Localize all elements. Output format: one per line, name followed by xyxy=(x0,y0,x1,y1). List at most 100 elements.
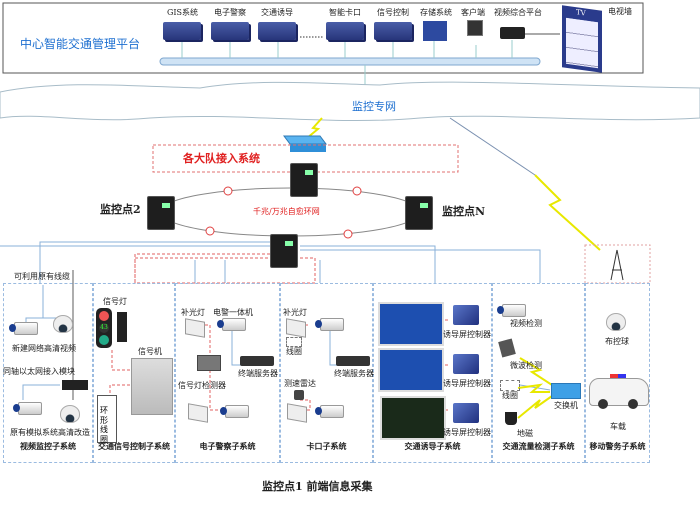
mobile-dome-camera-icon[interactable] xyxy=(606,313,626,331)
subsystem-title: 交通流量检测子系统 xyxy=(502,441,575,451)
device-label-storage: 存储系统 xyxy=(420,8,452,17)
device-label-guidance: 交通诱导 xyxy=(261,8,293,17)
police-car-icon xyxy=(589,374,649,409)
center-platform-frame xyxy=(2,2,644,74)
checkpoint-server-icon[interactable] xyxy=(326,22,364,40)
subsystem-title: 卡口子系统 xyxy=(306,441,347,451)
guidance-screen-icon xyxy=(380,396,446,440)
epolice-camera-icon[interactable] xyxy=(217,318,246,331)
device-label-signal: 信号控制 xyxy=(377,8,409,17)
countdown-display: 43 xyxy=(99,323,109,333)
label-fill-light: 补光灯 xyxy=(181,308,205,317)
device-label-gis: GIS系统 xyxy=(167,8,199,17)
lightning-icon xyxy=(534,174,601,251)
guidance-controller-icon[interactable] xyxy=(453,403,479,423)
signal-server-icon[interactable] xyxy=(374,22,412,40)
guidance-screen-icon xyxy=(378,348,444,392)
terminal-server-icon[interactable] xyxy=(336,356,370,366)
label-terminal-server: 终端服务器 xyxy=(238,369,278,378)
point2-label: 监控点2 xyxy=(100,203,141,216)
pointN-label: 监控点N xyxy=(442,205,486,218)
radio-tower-icon xyxy=(610,249,624,281)
label-signal-controller: 信号机 xyxy=(138,347,162,356)
speed-radar-icon[interactable] xyxy=(294,390,304,400)
subsystem-title: 电子警察子系统 xyxy=(199,441,256,451)
subsystem-mobile: 移动警务子系统 xyxy=(585,283,650,463)
label-guidance-controller: 诱导屏控制器 xyxy=(443,330,491,339)
coil-icon xyxy=(500,380,520,391)
checkpoint-camera-icon[interactable] xyxy=(315,405,344,418)
label-deploy-ball: 布控球 xyxy=(605,337,629,346)
label-existing-cable: 可利用原有线缆 xyxy=(14,272,70,281)
computer-icon[interactable] xyxy=(467,20,483,36)
footer-title: 监控点1 前端信息采集 xyxy=(262,480,373,493)
switch-icon[interactable] xyxy=(551,383,581,399)
epolice-camera-icon[interactable] xyxy=(220,405,249,418)
subsystem-guidance: 交通诱导子系统 xyxy=(373,283,492,463)
coax-module-icon[interactable] xyxy=(62,380,88,390)
ring-node-2-icon[interactable] xyxy=(147,196,175,230)
label-signal-detector: 信号灯检测器 xyxy=(178,381,226,390)
traffic-light-icon: 43 xyxy=(96,308,112,348)
terminal-server-icon[interactable] xyxy=(240,356,274,366)
signal-cabinet-icon[interactable] xyxy=(131,358,173,415)
guidance-controller-icon[interactable] xyxy=(453,354,479,374)
label-switch: 交换机 xyxy=(554,401,578,410)
label-terminal-server: 终端服务器 xyxy=(334,369,374,378)
label-vehicle: 车载 xyxy=(610,422,626,431)
device-label-client: 客户端 xyxy=(461,8,485,17)
storage-icon[interactable] xyxy=(423,21,447,41)
ring-label: 千兆/万兆自愈环网 xyxy=(253,207,320,216)
guidance-screen-icon xyxy=(378,302,444,346)
tv-wall-icon: TV xyxy=(562,5,602,73)
label-microwave-detection: 微波检测 xyxy=(510,361,542,370)
ring-node-1-icon[interactable] xyxy=(270,234,298,268)
device-label-epolice: 电子警察 xyxy=(214,8,246,17)
hd-camera-icon[interactable] xyxy=(13,402,42,415)
label-guidance-controller: 诱导屏控制器 xyxy=(443,428,491,437)
fill-light-icon[interactable] xyxy=(185,318,205,338)
label-analog-upgrade: 原有模拟系统高清改造 xyxy=(10,428,90,437)
label-guidance-controller: 诱导屏控制器 xyxy=(443,379,491,388)
video-platform-icon[interactable] xyxy=(500,27,525,39)
center-platform-title: 中心智能交通管理平台 xyxy=(20,37,141,51)
cloud-label: 监控专网 xyxy=(352,100,396,113)
fill-light-icon[interactable] xyxy=(287,403,307,423)
traffic-light-side-icon xyxy=(117,312,127,342)
signal-detector-icon[interactable] xyxy=(197,355,221,371)
label-signal-light: 信号灯 xyxy=(103,297,127,306)
guidance-controller-icon[interactable] xyxy=(453,305,479,325)
label-speed-radar: 测速雷达 xyxy=(284,379,316,388)
label-coil: 线圈 xyxy=(502,391,518,400)
fill-light-icon[interactable] xyxy=(188,403,208,423)
tv-text: TV xyxy=(576,8,586,18)
label-new-hd-video: 新建网络高清视频 xyxy=(12,344,76,353)
loop-coil-box: 环形线圈 xyxy=(97,395,117,444)
subsystem-signal: 交通信号控制子系统 xyxy=(93,283,175,463)
subsystem-title: 交通诱导子系统 xyxy=(404,441,461,451)
ring-node-top-icon[interactable] xyxy=(290,163,318,197)
bus-bar xyxy=(159,57,541,66)
epolice-server-icon[interactable] xyxy=(211,22,249,40)
gis-server-icon[interactable] xyxy=(163,22,201,40)
subsystem-flow: 交通流量检测子系统 xyxy=(492,283,585,463)
hd-camera-icon[interactable] xyxy=(9,322,38,335)
dome-camera-icon[interactable] xyxy=(53,315,73,333)
fill-light-icon[interactable] xyxy=(286,318,306,338)
label-coil: 线圈 xyxy=(286,347,302,356)
device-label-checkpoint: 智能卡口 xyxy=(329,8,361,17)
device-label-video-platform: 视频综合平台 xyxy=(494,8,542,17)
coil-icon xyxy=(286,337,302,347)
label-video-detection: 视频检测 xyxy=(510,319,542,328)
dome-camera-icon[interactable] xyxy=(60,405,80,423)
core-switch-icon xyxy=(290,144,326,152)
lightning-icon xyxy=(306,117,323,139)
access-system-frame xyxy=(152,144,459,173)
checkpoint-camera-icon[interactable] xyxy=(315,318,344,331)
geomagnetic-sensor-icon[interactable] xyxy=(505,412,517,425)
label-epolice-camera: 电警一体机 xyxy=(213,308,253,317)
device-label-tv-wall: 电视墙 xyxy=(608,7,632,16)
video-detector-icon[interactable] xyxy=(497,304,526,317)
guidance-server-icon[interactable] xyxy=(258,22,296,40)
ring-node-n-icon[interactable] xyxy=(405,196,433,230)
